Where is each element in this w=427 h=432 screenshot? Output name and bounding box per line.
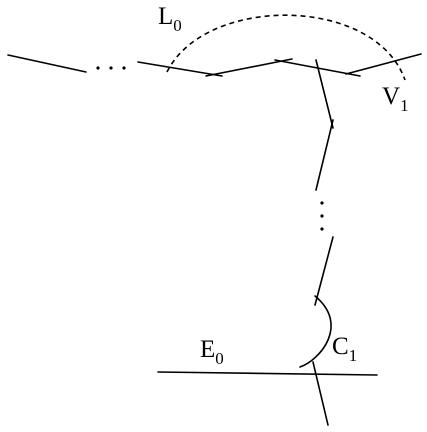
v-dot-3 — [320, 227, 324, 231]
label-L0: L0 — [158, 3, 182, 35]
line-E0 — [157, 371, 378, 376]
label-E0: E0 — [200, 336, 224, 368]
chain-segment-2 — [205, 58, 293, 77]
label-C1: C1 — [332, 333, 357, 365]
dashed-arc-L0 — [166, 14, 406, 81]
horizontal-ellipsis — [96, 66, 126, 70]
chain-segment-4 — [345, 53, 422, 75]
chain-left-segment — [7, 54, 87, 73]
h-dot-2 — [109, 66, 113, 70]
vertical-chain — [314, 59, 334, 306]
curve-C1 — [299, 295, 332, 368]
top-chain — [7, 53, 422, 77]
h-dot-1 — [96, 66, 100, 70]
vertical-ellipsis — [320, 201, 324, 231]
vchain-segment-3 — [314, 236, 334, 306]
vchain-segment-2 — [315, 119, 334, 191]
h-dot-3 — [122, 66, 126, 70]
v-dot-1 — [320, 201, 324, 205]
v-dot-2 — [320, 214, 324, 218]
chain-segment-1 — [137, 61, 223, 77]
label-V1: V1 — [382, 83, 409, 115]
bottom-vertical-line — [312, 361, 329, 426]
vchain-segment-1 — [315, 59, 334, 129]
